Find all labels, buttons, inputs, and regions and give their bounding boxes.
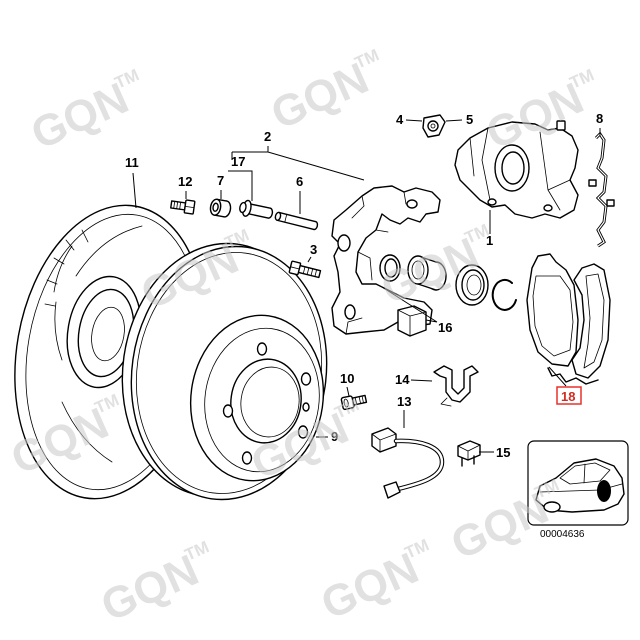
leader-17 <box>228 170 253 201</box>
wear-sensor-13 <box>371 427 445 499</box>
guide-sleeve-17 <box>239 199 274 219</box>
bushing-7 <box>209 198 232 218</box>
leader-16 <box>381 286 438 323</box>
callout-17: 17 <box>231 154 245 169</box>
pad-retainer <box>397 305 427 337</box>
brake-disc <box>121 242 328 501</box>
leader-5 <box>445 119 463 122</box>
cable-holder-clip-14 <box>433 365 479 407</box>
inner-brake-pad <box>526 253 579 367</box>
bleeder-clip-4-5 <box>422 114 446 138</box>
leader-4 <box>405 119 423 122</box>
callout-2: 2 <box>264 129 271 144</box>
callout-labels: 11 12 17 2 7 6 3 4 5 8 1 16 10 9 14 13 1… <box>125 111 603 460</box>
callout-7: 7 <box>217 173 224 188</box>
leader-2 <box>231 146 365 181</box>
leader-14 <box>410 379 433 382</box>
leader-18 <box>548 366 567 387</box>
outer-brake-pad <box>571 263 611 379</box>
callout-10: 10 <box>340 371 354 386</box>
caliper-housing <box>454 120 579 219</box>
leader-11 <box>132 172 137 209</box>
diagram-code: 00004636 <box>540 529 585 540</box>
clip-15 <box>457 440 481 467</box>
disc-bolt-holes <box>222 342 312 465</box>
leader-3 <box>307 256 312 263</box>
callout-18: 18 <box>561 389 575 404</box>
callout-1: 1 <box>486 233 493 248</box>
brake-pads-18 <box>526 253 611 385</box>
seal-ring <box>379 254 401 282</box>
callout-15: 15 <box>496 445 510 460</box>
callout-4: 4 <box>396 112 404 127</box>
bolt-12 <box>170 199 196 215</box>
anti-rattle-spring-8 <box>588 131 615 248</box>
callout-9: 9 <box>331 429 338 444</box>
leader-10 <box>346 386 350 397</box>
caliper-carrier <box>331 185 441 337</box>
guide-pin-6 <box>274 211 319 231</box>
rear-wheel-highlight <box>597 480 611 502</box>
callout-6: 6 <box>296 174 303 189</box>
leader-lines <box>132 119 601 453</box>
dust-boot <box>455 264 489 306</box>
bolt-10 <box>340 394 368 411</box>
callout-18-highlight-box <box>556 386 582 405</box>
pad-spring-clip <box>547 367 599 385</box>
callout-12: 12 <box>178 174 192 189</box>
piston <box>407 255 447 291</box>
bolt-3 <box>288 260 322 279</box>
callout-5: 5 <box>466 112 473 127</box>
callout-3: 3 <box>310 242 317 257</box>
callout-14: 14 <box>395 372 410 387</box>
callout-8: 8 <box>596 111 603 126</box>
snap-ring <box>491 278 517 311</box>
callout-11: 11 <box>125 155 139 170</box>
vehicle-locator-inset: 00004636 <box>527 440 629 540</box>
bleeder-valve <box>556 120 566 131</box>
callout-16: 16 <box>438 320 452 335</box>
callout-13: 13 <box>397 394 411 409</box>
